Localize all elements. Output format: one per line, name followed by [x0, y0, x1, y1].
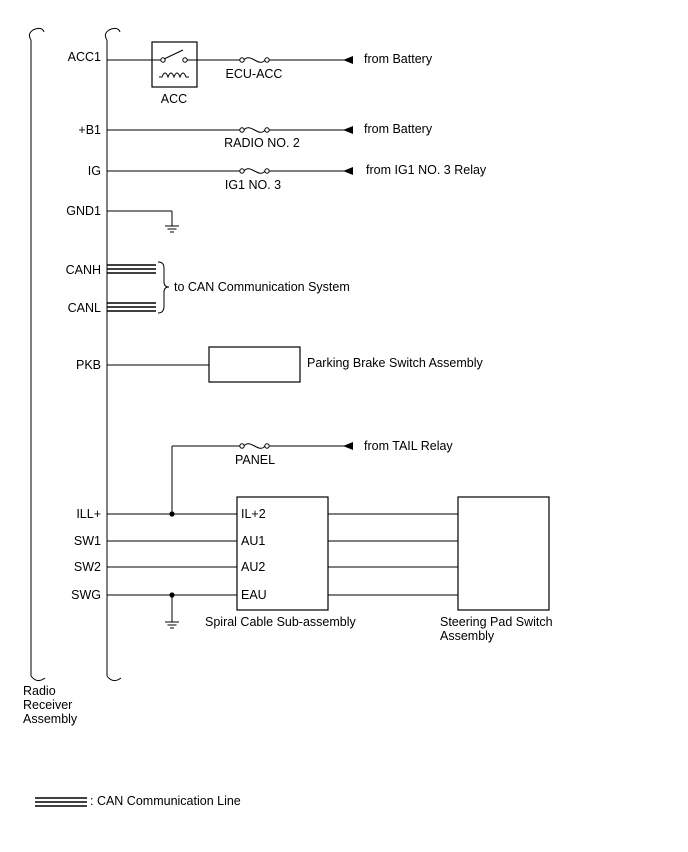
pin-label-ill: ILL+	[76, 507, 101, 521]
source-ig1-relay: from IG1 NO. 3 Relay	[366, 163, 487, 177]
spiral-pin-au2: AU2	[241, 560, 265, 574]
radio-receiver-connector	[28, 27, 122, 682]
fuse-label-ig1-no3: IG1 NO. 3	[225, 178, 281, 192]
connector-name-line-3: Assembly	[23, 712, 78, 726]
spiral-cable-box	[236, 496, 329, 611]
fuse-panel	[243, 443, 266, 449]
spiral-pin-eau: EAU	[241, 588, 267, 602]
parking-brake-label: Parking Brake Switch Assembly	[307, 356, 484, 370]
pin-label-gnd1: GND1	[66, 204, 101, 218]
arrow-icon	[343, 126, 353, 134]
pin-label-ig: IG	[88, 164, 101, 178]
source-tail-relay: from TAIL Relay	[364, 439, 453, 453]
b1-circuit	[107, 126, 353, 134]
pin-label-acc1: ACC1	[68, 50, 101, 64]
connector-name-line-1: Radio	[23, 684, 56, 698]
steering-pad-label-line-2: Assembly	[440, 629, 495, 643]
acc-relay-box	[151, 41, 198, 88]
acc1-circuit	[107, 41, 353, 88]
legend-can-line-label: : CAN Communication Line	[90, 794, 241, 808]
ig-circuit	[107, 167, 353, 175]
junction-dot	[169, 592, 175, 598]
connector-name-line-2: Receiver	[23, 698, 72, 712]
fuse-label-panel: PANEL	[235, 453, 275, 467]
ground-icon	[165, 225, 179, 233]
pkb-circuit	[107, 346, 301, 383]
fuse-ecu-acc	[243, 57, 266, 63]
relay-coil	[159, 72, 189, 79]
can-note: to CAN Communication System	[174, 280, 350, 294]
pin-label-sw1: SW1	[74, 534, 101, 548]
arrow-icon	[343, 167, 353, 175]
fuse-label-radio-no2: RADIO NO. 2	[224, 136, 300, 150]
pin-label-b1: +B1	[78, 123, 101, 137]
ground-icon	[165, 621, 179, 629]
pin-label-swg: SWG	[71, 588, 101, 602]
steering-pad-box	[457, 496, 550, 611]
parking-brake-box	[208, 346, 301, 383]
pin-label-sw2: SW2	[74, 560, 101, 574]
fuse-label-ecu-acc: ECU-ACC	[226, 67, 283, 81]
relay-label: ACC	[161, 92, 187, 106]
pin-label-pkb: PKB	[76, 358, 101, 372]
fuse-ig1-no3	[243, 168, 266, 174]
pin-label-canl: CANL	[68, 301, 101, 315]
arrow-icon	[343, 56, 353, 64]
spiral-pin-au1: AU1	[241, 534, 265, 548]
spiral-cable-label: Spiral Cable Sub-assembly	[205, 615, 357, 629]
steering-wiring	[107, 496, 550, 629]
can-lines	[107, 261, 170, 314]
source-battery-1: from Battery	[364, 52, 433, 66]
panel-circuit	[169, 442, 353, 517]
gnd1-circuit	[107, 210, 179, 233]
arrow-icon	[343, 442, 353, 450]
steering-pad-label-line-1: Steering Pad Switch	[440, 615, 553, 629]
legend-can-line-symbol	[35, 797, 87, 807]
pin-label-canh: CANH	[66, 263, 101, 277]
spiral-pin-il2: IL+2	[241, 507, 266, 521]
source-battery-2: from Battery	[364, 122, 433, 136]
can-brace	[157, 261, 170, 314]
relay-contact-right	[182, 57, 188, 63]
fuse-radio-no2	[243, 127, 266, 133]
